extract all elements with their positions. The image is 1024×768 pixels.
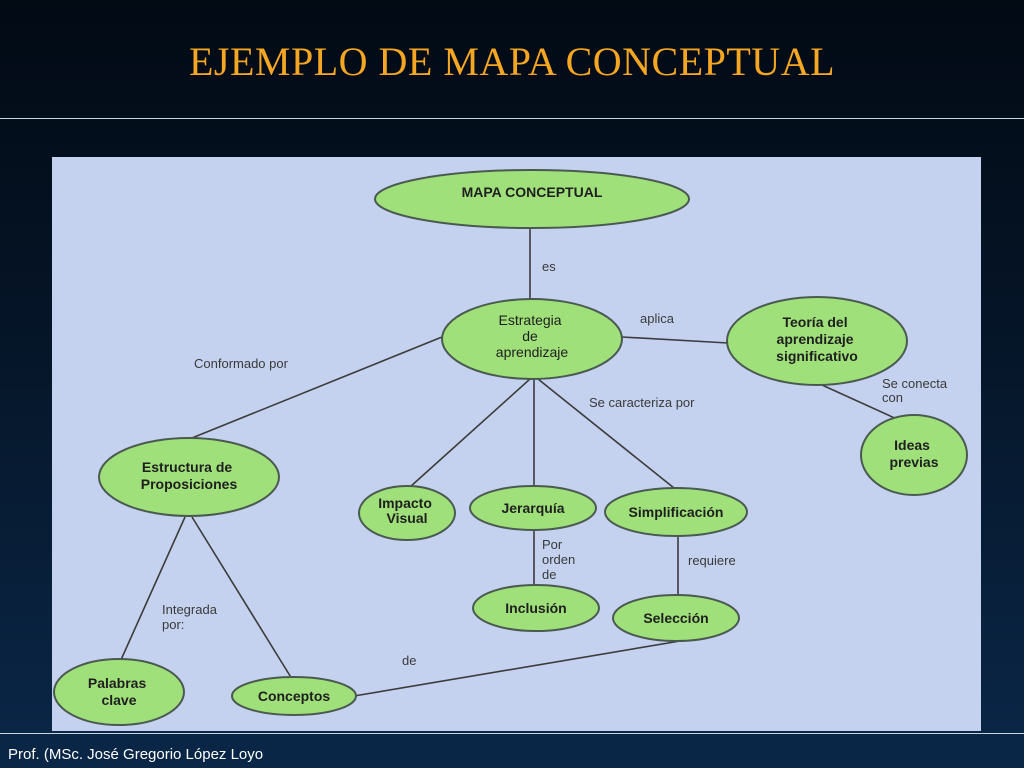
- link-label-se-caracteriza-por: Se caracteriza por: [589, 395, 695, 410]
- edge-estrategia-teoria: [621, 336, 729, 344]
- label-line: aprendizaje: [777, 331, 854, 347]
- node-label: MAPA CONCEPTUAL: [462, 184, 603, 200]
- label-line: de: [402, 653, 416, 668]
- edge-conceptos-seleccion: [353, 638, 693, 697]
- node-inclusion: Inclusión: [472, 584, 600, 632]
- label-line: MAPA CONCEPTUAL: [462, 184, 603, 200]
- map-edges: [119, 227, 911, 697]
- label-line: Por: [542, 537, 563, 552]
- edge-estrategia-impacto: [409, 378, 531, 488]
- label-line: Inclusión: [505, 600, 566, 616]
- link-label-de: de: [402, 653, 416, 668]
- node-label: Selección: [643, 610, 708, 626]
- node-label: Impacto Visual: [378, 495, 436, 526]
- link-label-integrada-por: Integrada por:: [162, 602, 221, 632]
- label-line: requiere: [688, 553, 736, 568]
- title-divider: [0, 118, 1024, 119]
- node-label: Inclusión: [505, 600, 566, 616]
- slide-footer: Prof. (MSc. José Gregorio López Loyo: [8, 746, 264, 763]
- label-line: orden: [542, 552, 575, 567]
- label-line: Simplificación: [629, 504, 724, 520]
- edge-estrategia-simplificacion: [537, 378, 675, 489]
- node-label: Simplificación: [629, 504, 724, 520]
- node-label: Estrategia de aprendizaje: [496, 312, 569, 360]
- link-label-conformado-por: Conformado por: [194, 356, 289, 371]
- footer-divider: [0, 733, 1024, 734]
- label-line: Estrategia: [499, 312, 562, 328]
- label-line: aprendizaje: [496, 344, 569, 360]
- label-line: es: [542, 259, 556, 274]
- node-simplificacion: Simplificación: [604, 487, 748, 537]
- node-seleccion: Selección: [612, 594, 740, 642]
- node-teoria: Teoría del aprendizaje significativo: [726, 296, 908, 386]
- link-label-aplica: aplica: [640, 311, 675, 326]
- node-mapa-conceptual: MAPA CONCEPTUAL: [374, 169, 690, 229]
- label-line: con: [882, 390, 903, 405]
- node-label: Teoría del aprendizaje significativo: [776, 314, 858, 364]
- link-label-se-conecta-con: Se conecta con: [882, 376, 951, 405]
- node-label: Conceptos: [258, 688, 331, 704]
- node-ideas-previas: Ideas previas: [860, 414, 968, 496]
- label-line: de: [542, 567, 556, 582]
- label-line: Jerarquía: [501, 500, 564, 516]
- label-line: Impacto: [378, 495, 432, 511]
- node-conceptos: Conceptos: [231, 676, 357, 716]
- label-line: Conformado por: [194, 356, 289, 371]
- edge-estrategia-estructura: [186, 336, 443, 441]
- node-label: Palabras clave: [88, 675, 150, 708]
- label-line: Proposiciones: [141, 476, 238, 492]
- link-label-requiere: requiere: [688, 553, 736, 568]
- node-estrategia: Estrategia de aprendizaje: [441, 298, 623, 380]
- label-line: clave: [101, 692, 136, 708]
- label-line: Estructura de: [142, 459, 232, 475]
- edge-estructura-palabras: [119, 516, 186, 663]
- label-line: Teoría del: [783, 314, 848, 330]
- node-label: Jerarquía: [501, 500, 564, 516]
- concept-map-panel: MAPA CONCEPTUAL Estrategia de aprendizaj…: [52, 157, 981, 731]
- slide-title: EJEMPLO DE MAPA CONCEPTUAL: [188, 39, 836, 84]
- link-label-es: es: [542, 259, 556, 274]
- label-line: de: [522, 328, 538, 344]
- node-impacto-visual: Impacto Visual: [358, 485, 456, 541]
- label-line: por:: [162, 617, 184, 632]
- label-line: significativo: [776, 348, 858, 364]
- node-palabras-clave: Palabras clave: [53, 658, 185, 726]
- label-line: Integrada: [162, 602, 218, 617]
- label-line: previas: [889, 454, 938, 470]
- label-line: aplica: [640, 311, 675, 326]
- label-line: Se caracteriza por: [589, 395, 695, 410]
- node-label: Estructura de Proposiciones: [141, 459, 238, 492]
- node-estructura: Estructura de Proposiciones: [98, 437, 280, 517]
- label-line: Selección: [643, 610, 708, 626]
- edge-estructura-conceptos: [191, 516, 293, 680]
- concept-map-diagram: MAPA CONCEPTUAL Estrategia de aprendizaj…: [53, 169, 968, 726]
- node-jerarquia: Jerarquía: [469, 485, 597, 531]
- label-line: Ideas: [894, 437, 930, 453]
- node-label: Ideas previas: [889, 437, 938, 470]
- label-line: Palabras: [88, 675, 147, 691]
- label-line: Conceptos: [258, 688, 331, 704]
- link-label-por-orden-de: Por orden de: [542, 537, 579, 582]
- label-line: Visual: [387, 510, 428, 526]
- label-line: Se conecta: [882, 376, 948, 391]
